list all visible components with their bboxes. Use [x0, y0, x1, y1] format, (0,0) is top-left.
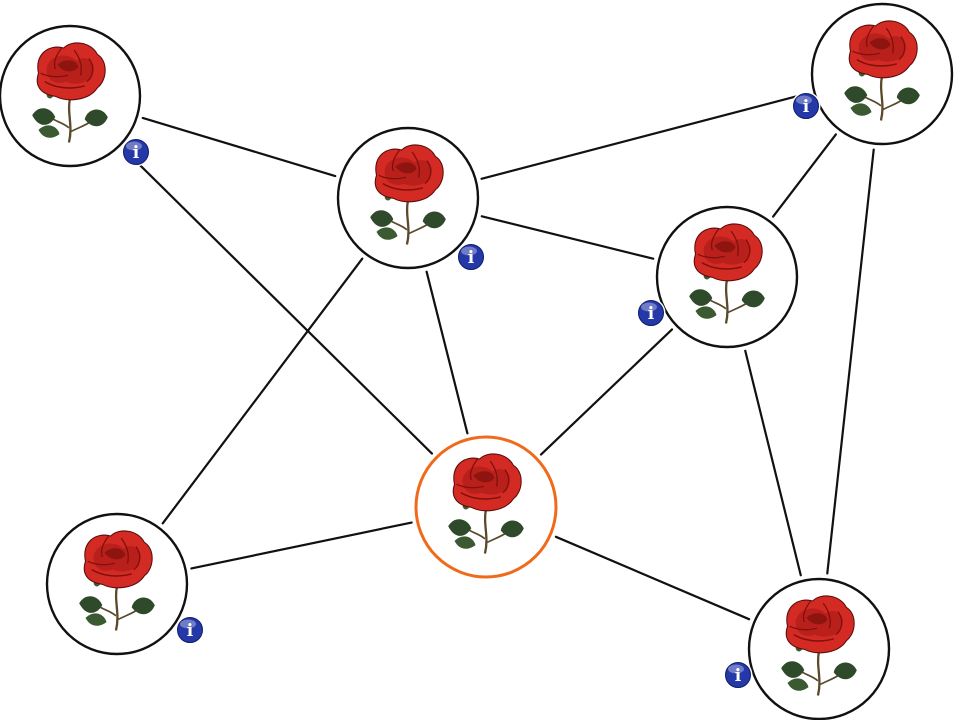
node-n4[interactable]: [655, 205, 799, 349]
node-n6[interactable]: [45, 512, 189, 656]
edge-n2-n4: [480, 215, 655, 260]
info-glyph: i: [803, 97, 810, 117]
info-badge-shine: [126, 141, 142, 151]
edge-n5-n7: [554, 535, 751, 621]
info-badge-shine: [728, 664, 744, 674]
edge-n4-n5: [539, 328, 674, 456]
edge-n5-n6: [190, 521, 413, 570]
info-glyph: i: [735, 666, 742, 686]
info-icon[interactable]: i: [121, 137, 151, 167]
node-n3[interactable]: [810, 2, 954, 146]
info-badge-shine: [641, 302, 657, 312]
node-n2[interactable]: [336, 126, 480, 270]
edge-n3-n7: [826, 148, 875, 575]
info-icon[interactable]: i: [175, 615, 205, 645]
edges-layer: [122, 92, 875, 621]
info-badge-shine: [461, 246, 477, 256]
edge-n2-n5: [425, 270, 469, 435]
node-n1[interactable]: [0, 24, 142, 168]
info-badge-disc: [177, 617, 203, 643]
edge-n1-n5: [122, 148, 434, 455]
info-badge-disc: [725, 662, 751, 688]
edge-n3-n4: [772, 133, 837, 218]
info-icon[interactable]: i: [456, 242, 486, 272]
info-glyph: i: [133, 143, 140, 163]
info-glyph: i: [648, 304, 655, 324]
info-icon[interactable]: i: [723, 660, 753, 690]
info-icon[interactable]: i: [636, 298, 666, 328]
edge-n1-n2: [141, 116, 337, 178]
edge-n2-n6: [161, 257, 364, 525]
info-glyph: i: [187, 621, 194, 641]
info-icon[interactable]: i: [791, 91, 821, 121]
info-badge-disc: [638, 300, 664, 326]
info-badge-disc: [123, 139, 149, 165]
info-badge-shine: [796, 95, 812, 105]
info-badge-shine: [180, 619, 196, 629]
info-glyph: i: [468, 248, 475, 268]
node-n7[interactable]: [747, 577, 891, 720]
info-badge-disc: [793, 93, 819, 119]
node-n5[interactable]: [414, 435, 558, 579]
info-badge-disc: [458, 244, 484, 270]
edge-n4-n7: [744, 349, 802, 577]
edge-n2-n3: [480, 92, 810, 180]
